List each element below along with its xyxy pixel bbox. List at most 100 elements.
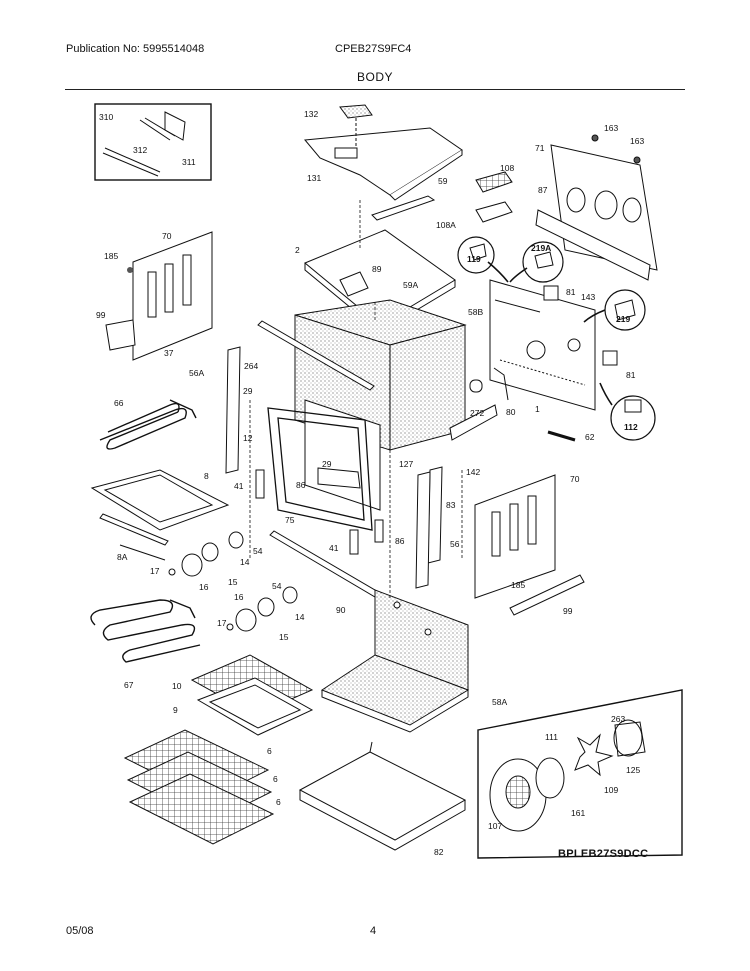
callout-15-a: 15	[228, 577, 238, 587]
callout-14-b: 14	[295, 612, 305, 622]
callout-1: 1	[535, 404, 540, 414]
callout-70-a: 70	[162, 231, 172, 241]
oven-floor-58A	[320, 589, 470, 733]
fan-blade-109	[574, 733, 614, 777]
part-312-rod	[102, 147, 161, 177]
page-number: 4	[370, 925, 377, 937]
callout-12: 12	[243, 433, 253, 443]
callout-2: 2	[295, 245, 300, 255]
callout-111: 111	[545, 732, 558, 742]
callout-9: 9	[173, 705, 178, 715]
callout-14-a: 14	[240, 557, 250, 567]
callout-264: 264	[244, 361, 258, 371]
callout-163-b: 163	[630, 136, 644, 146]
part-59-strip	[371, 195, 436, 221]
callout-62: 62	[585, 432, 595, 442]
callout-108A: 108A	[436, 220, 456, 230]
callout-82: 82	[434, 847, 444, 857]
callout-75: 75	[285, 515, 295, 525]
callout-10: 10	[172, 681, 182, 691]
callout-6-c: 6	[276, 797, 281, 807]
lamp-assembly-upper	[168, 531, 244, 577]
callout-127: 127	[399, 459, 413, 469]
part-311-bracket	[164, 111, 186, 141]
callout-311: 311	[182, 157, 196, 167]
callout-37: 37	[164, 348, 174, 358]
callout-58B: 58B	[468, 307, 483, 317]
callout-81-a: 81	[566, 287, 576, 297]
top-cover-131	[304, 104, 463, 201]
callout-99-b: 99	[563, 606, 573, 616]
oven-racks-6	[123, 729, 275, 845]
liner-top-2	[304, 229, 456, 333]
callout-99-a: 99	[96, 310, 106, 320]
fan-ring-161	[535, 757, 565, 799]
callout-272: 272	[470, 408, 484, 418]
guide-lines	[249, 200, 463, 600]
bracket-56A	[225, 346, 241, 474]
callout-108: 108	[500, 163, 514, 173]
side-panel-70-right	[474, 474, 585, 616]
callout-112: 112	[624, 422, 638, 432]
callout-161: 161	[571, 808, 585, 818]
callout-87: 87	[538, 185, 548, 195]
lamp-assembly-lower	[226, 586, 298, 632]
callout-67: 67	[124, 680, 134, 690]
footer-date: 05/08	[66, 925, 94, 937]
callout-310: 310	[99, 112, 113, 122]
callout-90: 90	[336, 605, 346, 615]
callout-17-a: 17	[150, 566, 160, 576]
callout-131: 131	[307, 173, 321, 183]
back-panel-71	[535, 134, 658, 281]
bracket-56	[415, 471, 431, 589]
section-title: BODY	[356, 70, 393, 84]
callout-58A: 58A	[492, 697, 507, 707]
publication-number: Publication No: 5995514048	[66, 43, 205, 55]
side-panel-70-left	[105, 231, 213, 361]
callout-16-b: 16	[234, 592, 244, 602]
broil-grid-10	[190, 654, 314, 736]
rail-90	[269, 530, 381, 598]
callout-71: 71	[535, 143, 545, 153]
callout-54-a: 54	[253, 546, 263, 556]
callout-56: 56	[450, 539, 460, 549]
broil-element-66	[99, 399, 197, 450]
pan-82	[298, 741, 467, 851]
callout-163-a: 163	[604, 123, 618, 133]
callout-41-b: 41	[329, 543, 339, 553]
inset-112	[610, 395, 656, 441]
callout-89: 89	[372, 264, 382, 274]
callout-83: 83	[446, 500, 456, 510]
callout-15-b: 15	[279, 632, 289, 642]
convection-fan-inset	[477, 689, 683, 859]
header-rule	[65, 89, 685, 90]
callout-54-b: 54	[272, 581, 282, 591]
part-108-connector	[475, 171, 513, 223]
fan-motor-125	[613, 719, 643, 757]
callout-29-a: 29	[243, 386, 253, 396]
callout-185-b: 185	[511, 580, 525, 590]
inset-310-frame	[94, 103, 212, 181]
callout-263: 263	[611, 714, 625, 724]
rail-264	[257, 320, 375, 391]
callout-86-b: 86	[395, 536, 405, 546]
callout-119: 119	[467, 254, 481, 264]
callout-59A: 59A	[403, 280, 418, 290]
callout-312: 312	[133, 145, 147, 155]
callout-70-b: 70	[570, 474, 580, 484]
callout-56A: 56A	[189, 368, 204, 378]
callout-125: 125	[626, 765, 640, 775]
callout-143: 143	[581, 292, 595, 302]
callout-107: 107	[488, 821, 502, 831]
callout-41-a: 41	[234, 481, 244, 491]
callout-59: 59	[438, 176, 448, 186]
callout-219A: 219A	[531, 243, 551, 253]
bracket-142	[449, 404, 498, 441]
callout-16-a: 16	[199, 582, 209, 592]
callout-142: 142	[466, 467, 480, 477]
callout-labels: 310 312 311 132 131 59 108 108A 163 163 …	[96, 109, 648, 860]
callout-86-a: 86	[296, 480, 306, 490]
callout-6-a: 6	[267, 746, 272, 756]
bake-element-67	[90, 599, 201, 663]
callout-132: 132	[304, 109, 318, 119]
